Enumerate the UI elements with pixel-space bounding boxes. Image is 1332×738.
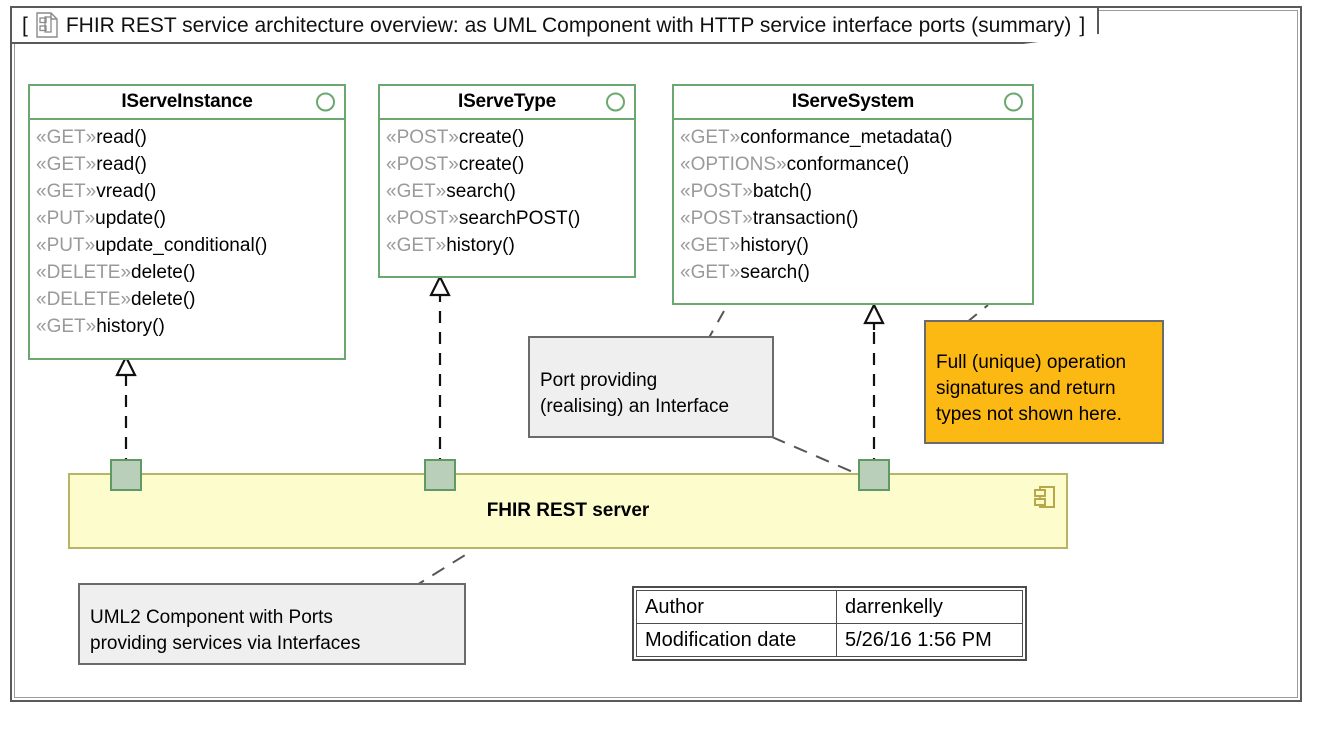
- operation-name: delete(): [131, 289, 196, 310]
- operation-row: «GET»history(): [36, 313, 344, 340]
- interface-operations: «POST»create() «POST»create() «GET»searc…: [380, 120, 634, 265]
- port-serve-type[interactable]: [424, 459, 456, 491]
- bracket-open: [: [22, 13, 28, 37]
- operation-stereotype: «GET»: [680, 235, 741, 256]
- interface-iservetype[interactable]: IServeType «POST»create() «POST»create()…: [378, 84, 636, 278]
- interface-ball-icon: [316, 92, 335, 112]
- operation-name: create(): [458, 127, 525, 148]
- metadata-table: Author darrenkelly Modification date 5/2…: [632, 586, 1027, 661]
- operation-row: «POST»searchPOST(): [386, 205, 634, 232]
- operation-stereotype: «GET»: [36, 154, 97, 175]
- note-port-interface: Port providing (realising) an Interface: [528, 336, 774, 438]
- operation-row: «DELETE»delete(): [36, 259, 344, 286]
- operation-row: «POST»batch(): [680, 178, 1032, 205]
- operation-row: «POST»create(): [386, 124, 634, 151]
- operation-name: conformance_metadata(): [740, 127, 953, 148]
- operation-stereotype: «PUT»: [36, 208, 96, 229]
- operation-name: transaction(): [752, 208, 859, 229]
- note-text: UML2 Component with Ports providing serv…: [90, 607, 361, 654]
- interface-operations: «GET»read() «GET»read() «GET»vread() «PU…: [30, 120, 344, 346]
- note-signatures: Full (unique) operation signatures and r…: [924, 320, 1164, 444]
- meta-value: darrenkelly: [836, 590, 1023, 624]
- port-serve-system[interactable]: [858, 459, 890, 491]
- meta-key: Author: [636, 590, 837, 624]
- operation-stereotype: «POST»: [386, 208, 459, 229]
- interface-name: IServeInstance: [121, 91, 253, 112]
- note-component-ports: UML2 Component with Ports providing serv…: [78, 583, 466, 665]
- meta-value: 5/26/16 1:56 PM: [836, 623, 1023, 657]
- operation-stereotype: «GET»: [680, 127, 741, 148]
- operation-row: «GET»vread(): [36, 178, 344, 205]
- note-text: Port providing (realising) an Interface: [540, 370, 730, 417]
- operation-row: «GET»read(): [36, 151, 344, 178]
- operation-stereotype: «PUT»: [36, 235, 96, 256]
- operation-row: «PUT»update(): [36, 205, 344, 232]
- operation-name: update_conditional(): [95, 235, 268, 256]
- operation-stereotype: «GET»: [36, 127, 97, 148]
- operation-stereotype: «DELETE»: [36, 262, 132, 283]
- uml-diagram-document-icon: [36, 12, 58, 38]
- operation-name: history(): [740, 235, 809, 256]
- interface-operations: «GET»conformance_metadata() «OPTIONS»con…: [674, 120, 1032, 292]
- interface-header: IServeType: [380, 86, 634, 120]
- interface-name: IServeType: [458, 91, 556, 112]
- operation-name: history(): [96, 316, 165, 337]
- operation-name: batch(): [752, 181, 813, 202]
- component-name: FHIR REST server: [486, 500, 650, 521]
- operation-name: searchPOST(): [458, 208, 581, 229]
- operation-row: «POST»transaction(): [680, 205, 1032, 232]
- diagram-title: FHIR REST service architecture overview:…: [65, 13, 1072, 37]
- operation-name: history(): [446, 235, 515, 256]
- operation-row: «DELETE»delete(): [36, 286, 344, 313]
- operation-stereotype: «DELETE»: [36, 289, 132, 310]
- table-row: Author darrenkelly: [636, 590, 1023, 624]
- operation-row: «PUT»update_conditional(): [36, 232, 344, 259]
- operation-name: vread(): [96, 181, 157, 202]
- operation-stereotype: «POST»: [386, 127, 459, 148]
- port-serve-instance[interactable]: [110, 459, 142, 491]
- operation-row: «GET»read(): [36, 124, 344, 151]
- operation-row: «OPTIONS»conformance(): [680, 151, 1032, 178]
- operation-stereotype: «POST»: [386, 154, 459, 175]
- component-fhir-rest-server[interactable]: FHIR REST server: [68, 473, 1068, 549]
- table-row: Modification date 5/26/16 1:56 PM: [636, 623, 1023, 657]
- operation-row: «POST»create(): [386, 151, 634, 178]
- operation-name: read(): [96, 154, 147, 175]
- diagram-title-tab: [ FHIR REST service architecture overvie…: [12, 8, 1100, 44]
- bracket-close: ]: [1079, 13, 1086, 37]
- interface-header: IServeSystem: [674, 86, 1032, 120]
- operation-stereotype: «GET»: [36, 316, 97, 337]
- operation-name: delete(): [131, 262, 196, 283]
- interface-name: IServeSystem: [791, 91, 915, 112]
- note-text: Full (unique) operation signatures and r…: [936, 352, 1127, 425]
- operation-stereotype: «GET»: [680, 262, 741, 283]
- operation-row: «GET»search(): [680, 259, 1032, 286]
- operation-name: update(): [95, 208, 166, 229]
- operation-stereotype: «GET»: [36, 181, 97, 202]
- operation-stereotype: «GET»: [386, 181, 447, 202]
- interface-iserveinstance[interactable]: IServeInstance «GET»read() «GET»read() «…: [28, 84, 346, 360]
- operation-stereotype: «POST»: [680, 208, 753, 229]
- meta-key: Modification date: [636, 623, 837, 657]
- operation-row: «GET»history(): [386, 232, 634, 259]
- operation-stereotype: «OPTIONS»: [680, 154, 787, 175]
- interface-ball-icon: [1004, 92, 1023, 112]
- operation-name: read(): [96, 127, 147, 148]
- operation-row: «GET»search(): [386, 178, 634, 205]
- operation-name: conformance(): [786, 154, 910, 175]
- operation-name: search(): [740, 262, 810, 283]
- operation-stereotype: «POST»: [680, 181, 753, 202]
- operation-stereotype: «GET»: [386, 235, 447, 256]
- operation-row: «GET»conformance_metadata(): [680, 124, 1032, 151]
- interface-iservesystem[interactable]: IServeSystem «GET»conformance_metadata()…: [672, 84, 1034, 305]
- operation-name: search(): [446, 181, 516, 202]
- uml-component-icon: [1034, 485, 1056, 509]
- operation-name: create(): [458, 154, 525, 175]
- interface-ball-icon: [606, 92, 625, 112]
- operation-row: «GET»history(): [680, 232, 1032, 259]
- interface-header: IServeInstance: [30, 86, 344, 120]
